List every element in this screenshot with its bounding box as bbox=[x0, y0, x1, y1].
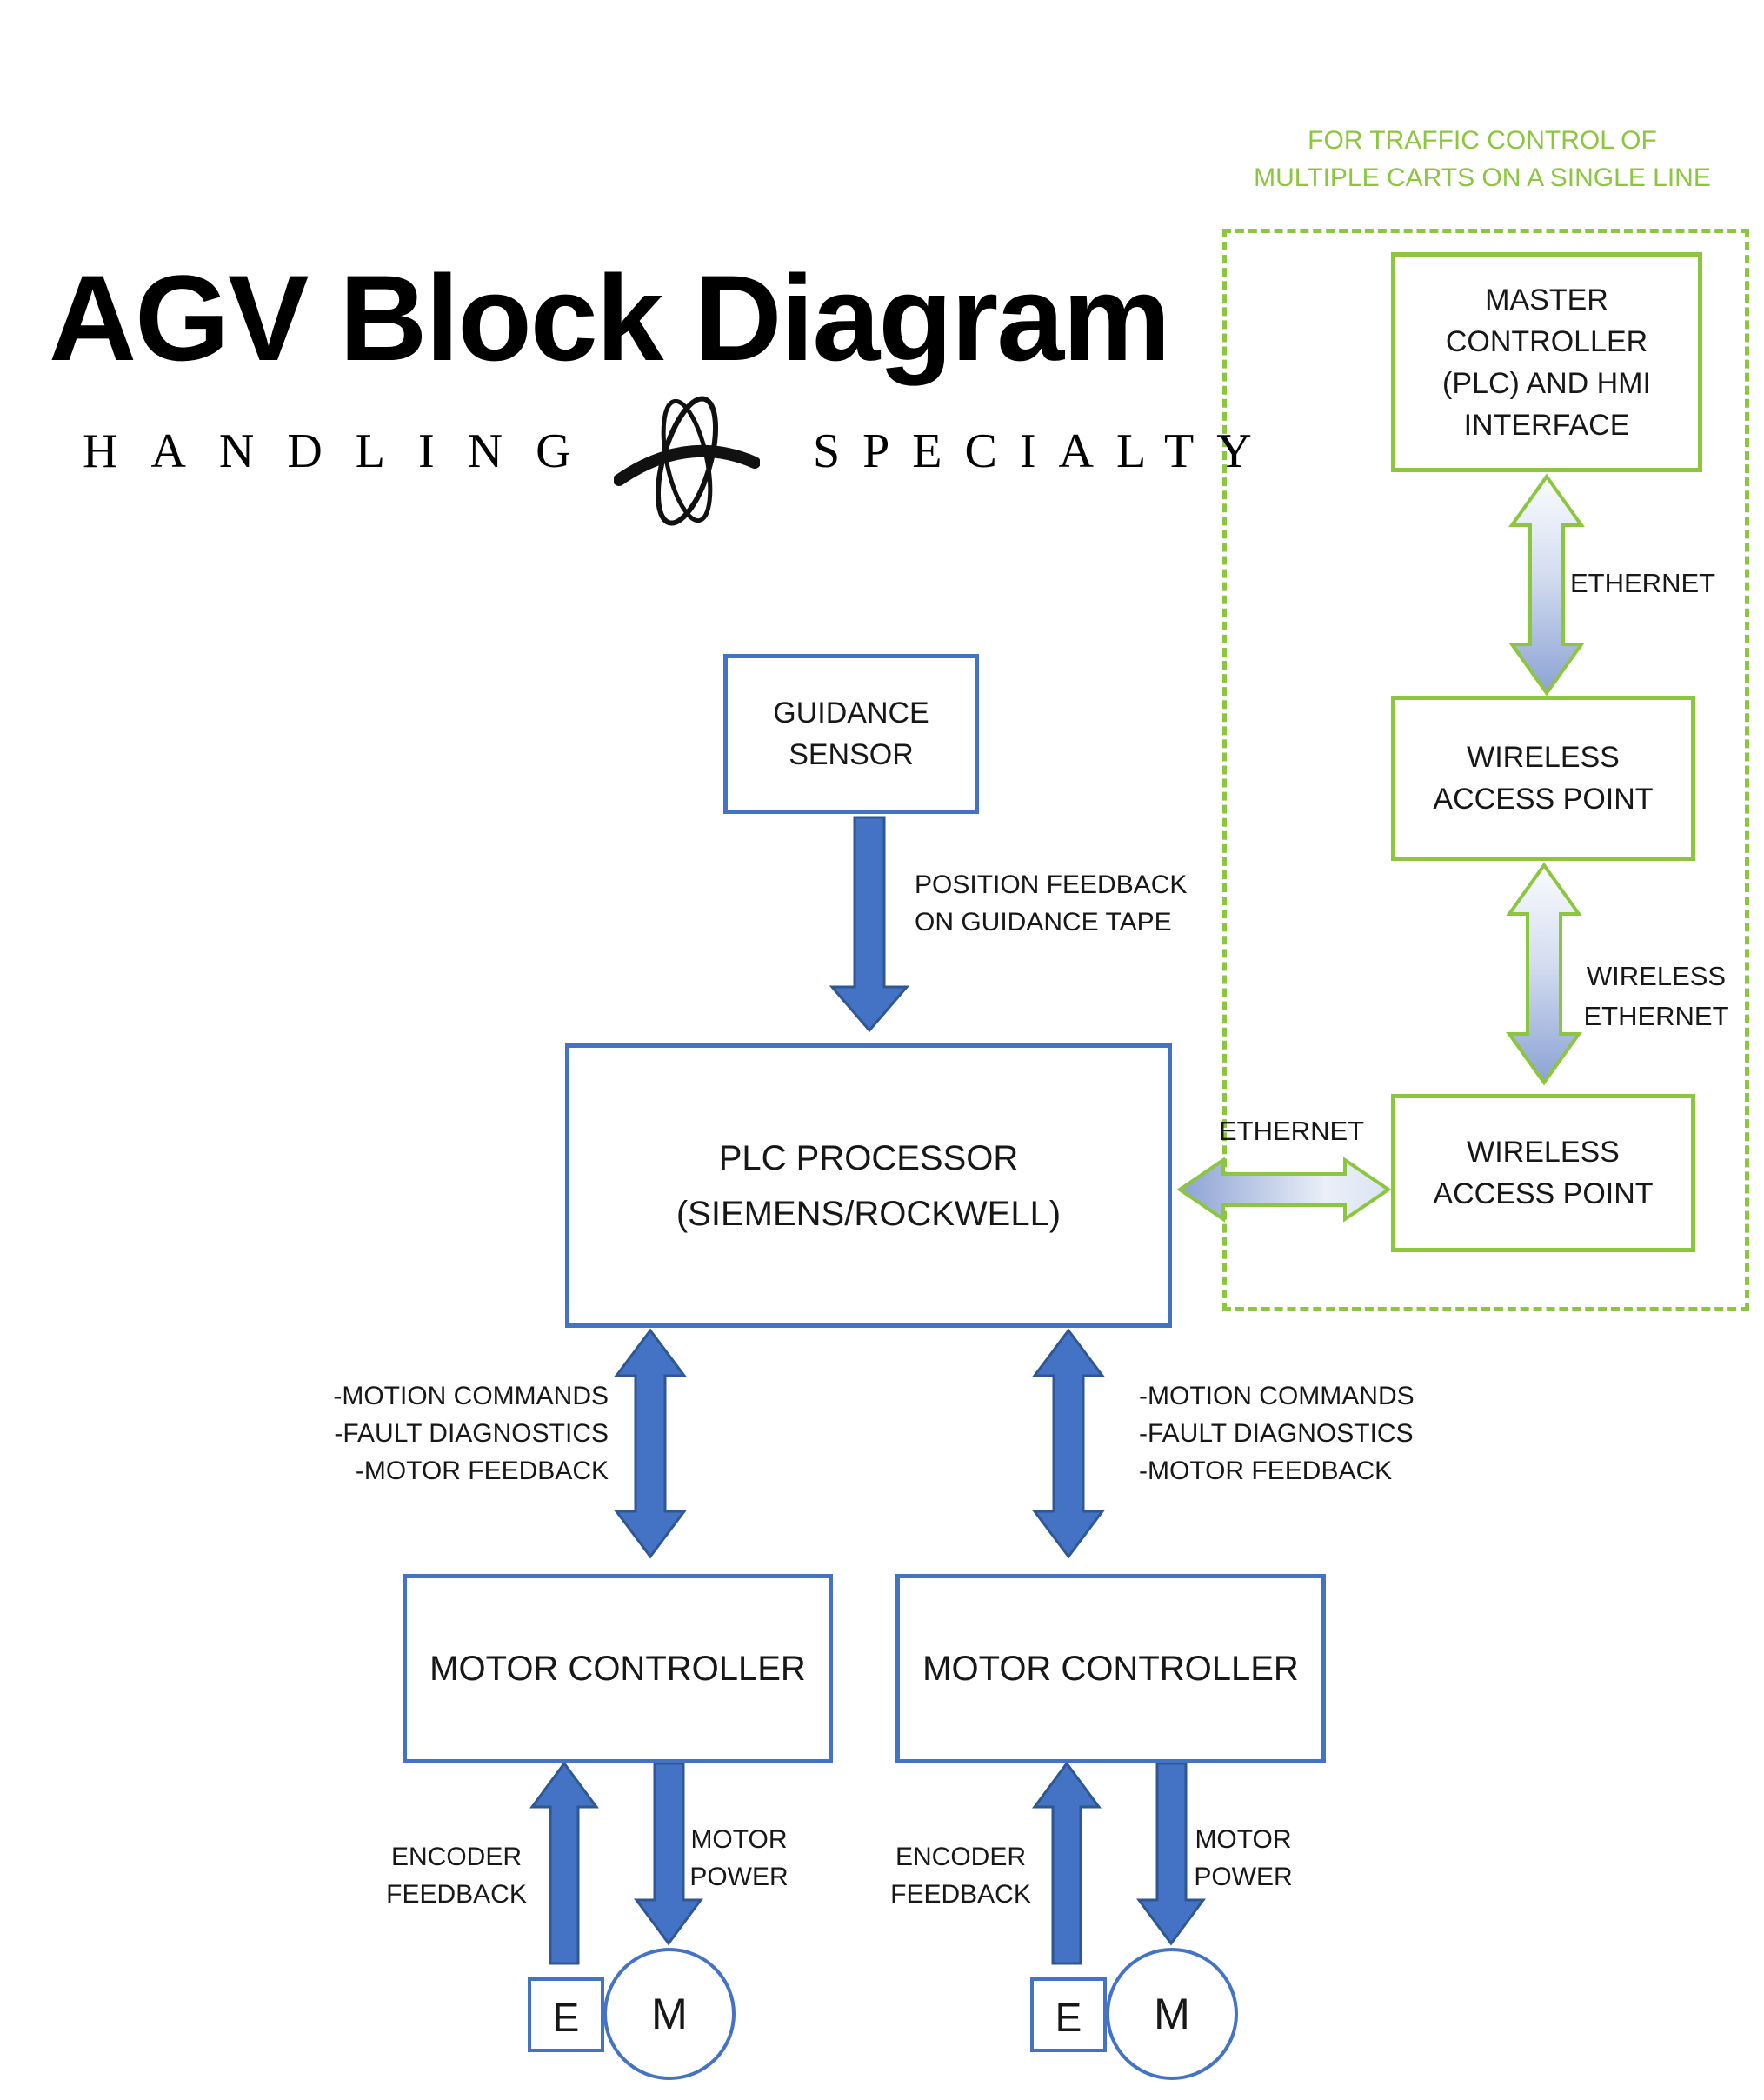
encoder-feedback-right-line2: FEEDBACK bbox=[890, 1880, 1031, 1909]
node-motor-controller-right: MOTOR CONTROLLER bbox=[895, 1574, 1326, 1763]
traffic-control-note: FOR TRAFFIC CONTROL OF MULTIPLE CARTS ON… bbox=[1217, 122, 1747, 197]
motor-bus-label-right: -MOTION COMMANDS -FAULT DIAGNOSTICS -MOT… bbox=[1139, 1377, 1426, 1490]
master-line2: CONTROLLER bbox=[1445, 324, 1648, 358]
master-line1: MASTER bbox=[1485, 283, 1608, 317]
master-line3: (PLC) AND HMI bbox=[1442, 366, 1651, 400]
bus-left-line2: -FAULT DIAGNOSTICS bbox=[334, 1419, 609, 1448]
encoder-left-label: E bbox=[552, 1995, 580, 2040]
ethernet-arrow-master-wap bbox=[1508, 473, 1585, 697]
node-encoder-right: E bbox=[1030, 1977, 1107, 2052]
node-plc-processor: PLC PROCESSOR (SIEMENS/ROCKWELL) bbox=[565, 1043, 1172, 1328]
plc-line1: PLC PROCESSOR bbox=[718, 1138, 1019, 1177]
node-motor-left: M bbox=[603, 1948, 736, 2080]
ethernet-label-top: ETHERNET bbox=[1570, 568, 1716, 598]
wireless-ethernet-arrow-wap-wap bbox=[1506, 862, 1582, 1086]
bus-right-line3: -MOTOR FEEDBACK bbox=[1139, 1457, 1393, 1485]
position-feedback-line1: POSITION FEEDBACK bbox=[915, 870, 1188, 899]
motor-bus-label-left: -MOTION COMMANDS -FAULT DIAGNOSTICS -MOT… bbox=[330, 1377, 609, 1490]
bus-left-line3: -MOTOR FEEDBACK bbox=[355, 1457, 609, 1485]
traffic-control-dashed-region bbox=[1222, 229, 1749, 1311]
encoder-right-label: E bbox=[1055, 1995, 1082, 2040]
plc-motorbus-arrow-left bbox=[614, 1328, 687, 1559]
ethernet-arrow-plc-wap bbox=[1176, 1157, 1392, 1223]
motor-power-left-line1: MOTOR bbox=[690, 1825, 788, 1854]
wap2-line1: WIRELESS bbox=[1467, 1136, 1620, 1169]
traffic-control-note-line2: MULTIPLE CARTS ON A SINGLE LINE bbox=[1254, 163, 1711, 192]
motor-controller-right-label: MOTOR CONTROLLER bbox=[922, 1650, 1299, 1688]
node-master-controller: MASTER CONTROLLER (PLC) AND HMI INTERFAC… bbox=[1391, 252, 1702, 472]
motor-left-label: M bbox=[651, 1990, 688, 2038]
wap1-line1: WIRELESS bbox=[1467, 741, 1620, 774]
encoder-feedback-arrow-right bbox=[1032, 1761, 1102, 1965]
motor-power-right-line2: POWER bbox=[1194, 1863, 1293, 1891]
encoder-feedback-arrow-left bbox=[529, 1761, 599, 1965]
node-encoder-left: E bbox=[528, 1977, 604, 2052]
motor-power-label-right: MOTOR POWER bbox=[1165, 1821, 1321, 1896]
plc-motorbus-arrow-right bbox=[1032, 1328, 1105, 1559]
wap2-line2: ACCESS POINT bbox=[1433, 1177, 1654, 1210]
position-feedback-label: POSITION FEEDBACK ON GUIDANCE TAPE bbox=[915, 866, 1187, 941]
motor-power-right-line1: MOTOR bbox=[1195, 1825, 1292, 1854]
wireless-ethernet-line2: ETHERNET bbox=[1583, 1001, 1729, 1031]
page-title: AGV Block Diagram bbox=[49, 250, 1171, 386]
node-guidance-sensor: GUIDANCE SENSOR bbox=[723, 654, 979, 814]
encoder-feedback-label-left: ENCODER FEEDBACK bbox=[365, 1838, 548, 1913]
node-wireless-access-point-top: WIRELESS ACCESS POINT bbox=[1391, 696, 1695, 861]
logo-word-handling: HANDLING bbox=[83, 424, 604, 478]
handling-specialty-logo-icon bbox=[614, 396, 760, 526]
motor-controller-left-label: MOTOR CONTROLLER bbox=[429, 1650, 806, 1688]
bus-right-line2: -FAULT DIAGNOSTICS bbox=[1139, 1419, 1414, 1448]
encoder-feedback-left-line1: ENCODER bbox=[390, 1843, 522, 1871]
logo-word-specialty: SPECIALTY bbox=[813, 424, 1275, 478]
node-motor-right: M bbox=[1106, 1948, 1238, 2080]
wireless-ethernet-line1: WIRELESS bbox=[1586, 961, 1727, 991]
plc-line2: (SIEMENS/ROCKWELL) bbox=[676, 1194, 1062, 1233]
guidance-line2: SENSOR bbox=[789, 738, 914, 771]
guidance-feedback-arrow bbox=[829, 816, 910, 1033]
bus-left-line1: -MOTION COMMANDS bbox=[333, 1382, 609, 1410]
bus-right-line1: -MOTION COMMANDS bbox=[1139, 1382, 1415, 1410]
traffic-control-note-line1: FOR TRAFFIC CONTROL OF bbox=[1308, 126, 1657, 155]
wireless-ethernet-label: WIRELESS ETHERNET bbox=[1574, 957, 1739, 1037]
motor-power-arrow-left bbox=[634, 1762, 703, 1946]
node-motor-controller-left: MOTOR CONTROLLER bbox=[403, 1574, 833, 1763]
wap1-line2: ACCESS POINT bbox=[1433, 783, 1654, 816]
motor-power-label-left: MOTOR POWER bbox=[661, 1821, 817, 1896]
ethernet-label-plc: ETHERNET bbox=[1219, 1116, 1365, 1146]
master-line4: INTERFACE bbox=[1463, 408, 1630, 442]
position-feedback-line2: ON GUIDANCE TAPE bbox=[915, 908, 1172, 937]
motor-right-label: M bbox=[1154, 1990, 1190, 2038]
encoder-feedback-right-line1: ENCODER bbox=[895, 1843, 1026, 1871]
node-wireless-access-point-bottom: WIRELESS ACCESS POINT bbox=[1391, 1094, 1695, 1252]
guidance-line1: GUIDANCE bbox=[773, 697, 929, 730]
encoder-feedback-label-right: ENCODER FEEDBACK bbox=[869, 1838, 1052, 1913]
motor-power-left-line2: POWER bbox=[689, 1863, 789, 1891]
motor-power-arrow-right bbox=[1136, 1762, 1206, 1946]
encoder-feedback-left-line2: FEEDBACK bbox=[386, 1880, 527, 1909]
